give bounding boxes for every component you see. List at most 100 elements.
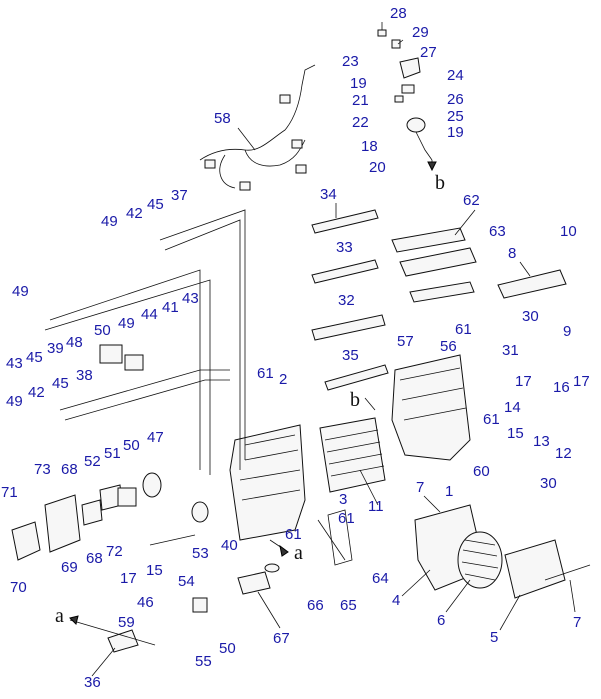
callout-33: 33 <box>336 239 353 256</box>
callout-43b: 43 <box>182 290 199 307</box>
callout-53: 53 <box>192 545 209 562</box>
callout-26: 26 <box>447 91 464 108</box>
callout-17c: 17 <box>120 570 137 587</box>
callout-30b: 30 <box>540 475 557 492</box>
callout-labels: 28 29 27 23 24 19 21 26 22 25 19 18 20 5… <box>1 5 590 691</box>
callout-29: 29 <box>412 24 429 41</box>
leader-lines <box>91 22 576 677</box>
main-housing <box>229 424 306 541</box>
arrow-label-a-center: a <box>294 542 303 564</box>
callout-43a: 43 <box>6 355 23 372</box>
callout-17b: 17 <box>573 373 590 390</box>
callout-61a: 61 <box>455 321 472 338</box>
callout-2: 2 <box>279 371 287 388</box>
callout-3: 3 <box>339 491 347 508</box>
callout-61b: 61 <box>257 365 274 382</box>
callout-19a: 19 <box>350 75 367 92</box>
rod-linkages <box>44 209 246 475</box>
callout-1: 1 <box>445 483 453 500</box>
callout-70: 70 <box>10 579 27 596</box>
callout-51: 51 <box>104 445 121 462</box>
callout-65: 65 <box>340 597 357 614</box>
callout-11: 11 <box>368 498 384 515</box>
callout-7b: 7 <box>573 614 581 631</box>
wiring-harness <box>199 64 316 191</box>
damper-doors <box>311 209 389 391</box>
callout-44: 44 <box>141 306 158 323</box>
callout-15a: 15 <box>507 425 524 442</box>
cables-and-pads <box>107 509 353 653</box>
callout-18: 18 <box>361 138 378 155</box>
callout-24: 24 <box>447 67 464 84</box>
callout-73: 73 <box>34 461 51 478</box>
callout-46: 46 <box>137 594 154 611</box>
callout-64: 64 <box>372 570 389 587</box>
callout-50c: 50 <box>219 640 236 657</box>
callout-10: 10 <box>560 223 577 240</box>
callout-42b: 42 <box>28 384 45 401</box>
direction-arrows: b b a a <box>55 160 445 646</box>
callout-57: 57 <box>397 333 414 350</box>
callout-13: 13 <box>533 433 550 450</box>
callout-6: 6 <box>437 612 445 629</box>
callout-69: 69 <box>61 559 78 576</box>
callout-5: 5 <box>490 629 498 646</box>
callout-54: 54 <box>178 573 195 590</box>
callout-67: 67 <box>273 630 290 647</box>
callout-66: 66 <box>307 597 324 614</box>
callout-4: 4 <box>392 592 400 609</box>
callout-59: 59 <box>118 614 135 631</box>
callout-68a: 68 <box>61 461 78 478</box>
callout-49d: 49 <box>6 393 23 410</box>
callout-37: 37 <box>171 187 188 204</box>
callout-71: 71 <box>1 484 18 501</box>
callout-61d: 61 <box>338 510 355 527</box>
callout-45a: 45 <box>147 196 164 213</box>
callout-48: 48 <box>66 334 83 351</box>
callout-47: 47 <box>147 429 164 446</box>
callout-23: 23 <box>342 53 359 70</box>
callout-45b: 45 <box>26 349 43 366</box>
callout-9: 9 <box>563 323 571 340</box>
callout-7a: 7 <box>416 479 424 496</box>
callout-42a: 42 <box>126 205 143 222</box>
callout-8: 8 <box>508 245 516 262</box>
callout-16: 16 <box>553 379 570 396</box>
callout-14: 14 <box>504 399 521 416</box>
callout-32: 32 <box>338 292 355 309</box>
callout-50b: 50 <box>123 437 140 454</box>
callout-34: 34 <box>320 186 337 203</box>
callout-60: 60 <box>473 463 490 480</box>
callout-72: 72 <box>106 543 123 560</box>
callout-12: 12 <box>555 445 572 462</box>
callout-31: 31 <box>502 342 519 359</box>
callout-30a: 30 <box>522 308 539 325</box>
callout-41: 41 <box>162 299 179 316</box>
callout-63: 63 <box>489 223 506 240</box>
callout-49a: 49 <box>101 213 118 230</box>
blower-motor <box>414 504 591 599</box>
callout-52: 52 <box>84 453 101 470</box>
actuators <box>99 344 209 613</box>
actuator-assembly <box>377 29 433 161</box>
callout-21: 21 <box>352 92 369 109</box>
callout-20: 20 <box>369 159 386 176</box>
blower-housing <box>391 354 471 461</box>
filters <box>391 227 567 303</box>
callout-68b: 68 <box>86 550 103 567</box>
heater-core <box>319 417 386 493</box>
callout-61e: 61 <box>285 526 302 543</box>
callout-49c: 49 <box>118 315 135 332</box>
callout-35: 35 <box>342 347 359 364</box>
callout-27: 27 <box>420 44 437 61</box>
callout-38: 38 <box>76 367 93 384</box>
left-ducts <box>11 484 123 561</box>
callout-61c: 61 <box>483 411 500 428</box>
callout-36: 36 <box>84 674 101 691</box>
callout-55: 55 <box>195 653 212 670</box>
callout-58: 58 <box>214 110 231 127</box>
callout-62: 62 <box>463 192 480 209</box>
callout-22: 22 <box>352 114 369 131</box>
arrow-label-b-center: b <box>350 389 360 411</box>
